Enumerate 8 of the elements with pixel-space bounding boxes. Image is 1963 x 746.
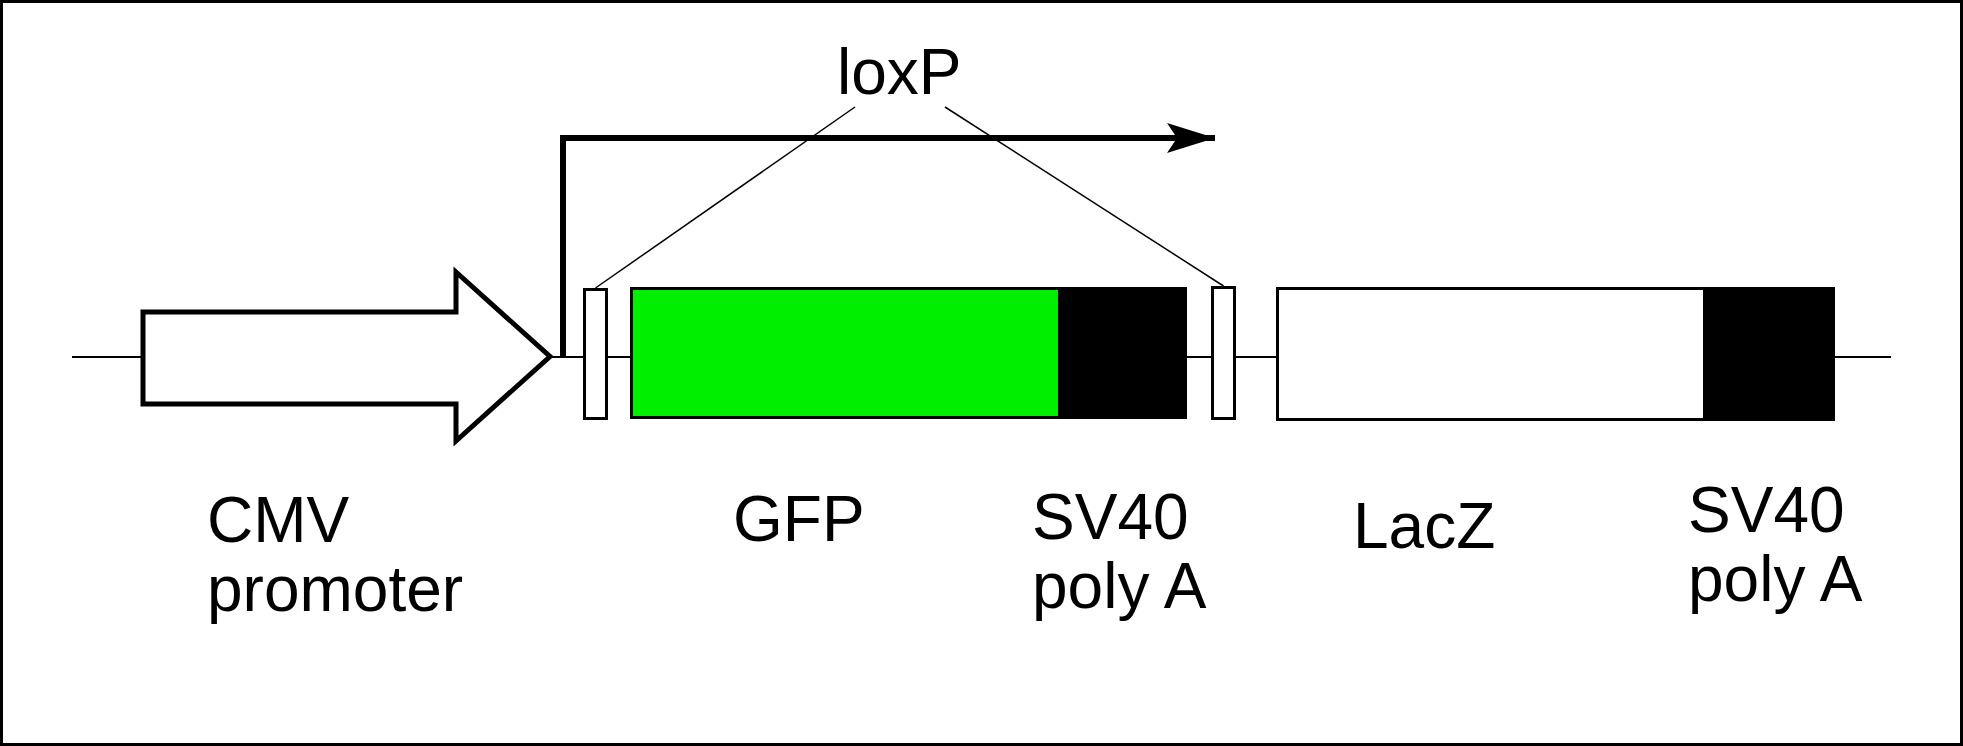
- leader-line: [594, 106, 856, 289]
- element-label: SV40 poly A: [1688, 476, 1864, 614]
- element-label: GFP: [733, 485, 866, 554]
- element-label: SV40 poly A: [1032, 483, 1208, 621]
- element-label: CMV promoter: [207, 486, 465, 624]
- site-label: loxP: [837, 38, 957, 107]
- element-label: LacZ: [1353, 492, 1497, 561]
- leader-line: [944, 106, 1225, 287]
